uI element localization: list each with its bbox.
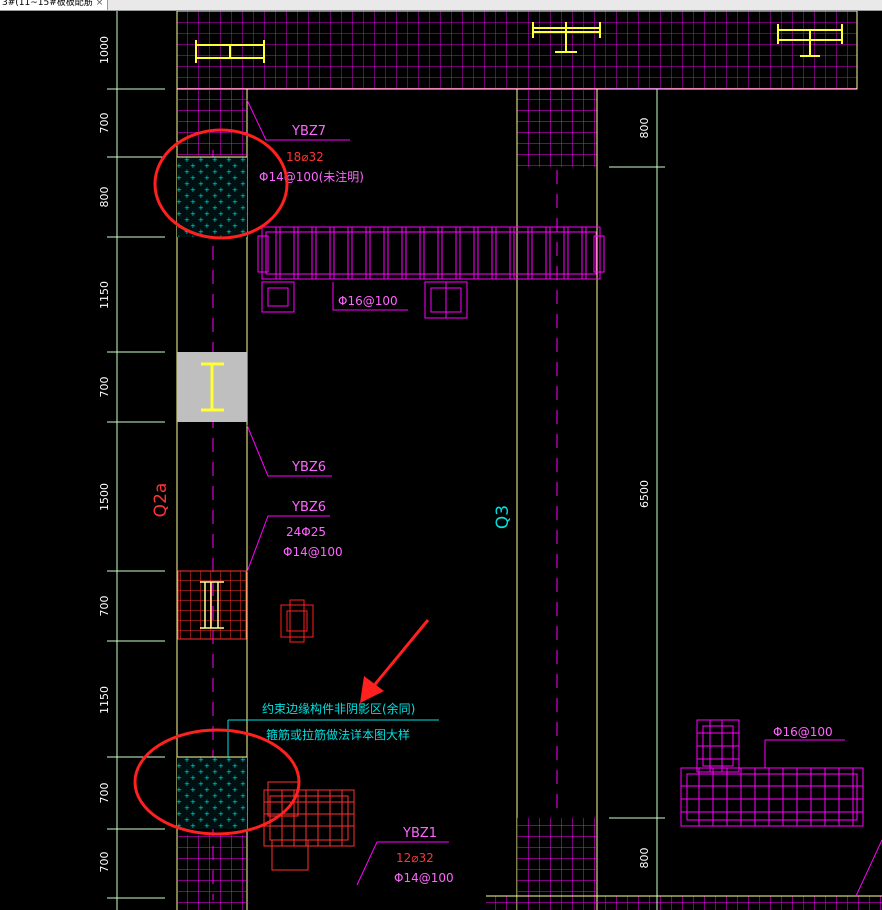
ybz1-stirrup: Φ14@100 — [394, 871, 454, 885]
drawing-canvas[interactable]: + + — [0, 11, 882, 910]
highlight-circle-upper — [153, 128, 289, 240]
ybz6-lower-main-bar: 24Φ25 — [286, 525, 326, 539]
dimension-chain-left: 1000 700 800 1150 700 1500 700 1150 700 … — [98, 11, 165, 910]
document-tab-title: 3#(11~15#板板配筋 — [2, 0, 93, 8]
ybz6-upper-name: YBZ6 — [291, 460, 326, 475]
beam-stirrup-right: Φ16@100 — [773, 725, 833, 739]
dim-left-7: 1150 — [98, 686, 111, 714]
ybz6-lower-leader — [246, 515, 330, 573]
dim-right-0: 800 — [638, 118, 651, 139]
highlight-circle-lower — [133, 728, 301, 836]
ybz7-stirrup: Φ14@100(未注明) — [259, 169, 364, 184]
note-line-1: 约束边缘构件非阴影区(余同) — [262, 701, 415, 716]
document-tab-bar: 3#(11~15#板板配筋× — [0, 0, 882, 11]
dim-right-1: 6500 — [638, 480, 651, 508]
close-icon[interactable]: × — [95, 0, 104, 8]
ybz7-name: YBZ7 — [291, 124, 326, 139]
ybz7-main-bar: 18⌀32 — [286, 150, 324, 164]
dim-left-0: 1000 — [98, 36, 111, 64]
beam-stirrup-upper-leader — [332, 282, 408, 311]
dim-left-5: 1500 — [98, 483, 111, 511]
ybz6-column — [177, 570, 247, 640]
ybz7-non-shadow-zone — [177, 156, 247, 237]
note-line-2: 箍筋或拉筋做法详本图大样 — [266, 727, 410, 742]
annotation-arrow — [360, 619, 430, 703]
lower-non-shadow-zone — [177, 756, 247, 829]
bottom-wall-band — [486, 895, 882, 910]
ybz7-leader — [246, 99, 350, 141]
beam-stirrup-right-leader — [764, 739, 845, 768]
beam-rebar-right — [680, 719, 864, 827]
ybz6-lower-stirrup: Φ14@100 — [283, 545, 343, 559]
top-steel-sections — [195, 22, 843, 63]
steel-section-block — [177, 352, 247, 422]
dimension-chain-right: 800 6500 800 — [609, 88, 665, 910]
wall-label-q2a: Q2a — [151, 483, 171, 518]
beam-rebar-upper — [257, 226, 605, 319]
document-tab[interactable]: 3#(11~15#板板配筋× — [0, 0, 109, 10]
ybz1-leader — [356, 841, 449, 886]
note-leader — [227, 719, 439, 757]
wall-q2a — [176, 89, 248, 910]
dim-left-9: 700 — [98, 852, 111, 873]
wall-label-q3: Q3 — [493, 505, 513, 529]
ybz6-lower-name: YBZ6 — [291, 500, 326, 515]
dim-left-3: 1150 — [98, 281, 111, 309]
dim-left-8: 700 — [98, 783, 111, 804]
ybz1-main-bar: 12⌀32 — [396, 851, 434, 865]
top-wall-band — [176, 11, 858, 90]
dim-left-1: 700 — [98, 113, 111, 134]
dim-right-2: 800 — [638, 848, 651, 869]
beam-stirrup-upper: Φ16@100 — [338, 294, 398, 308]
dim-left-6: 700 — [98, 596, 111, 617]
ybz1-name: YBZ1 — [402, 826, 437, 841]
dim-left-2: 800 — [98, 187, 111, 208]
wall-q3 — [516, 89, 598, 910]
dim-left-4: 700 — [98, 377, 111, 398]
ybz6-upper-leader — [246, 424, 332, 477]
ybz1-column — [263, 781, 355, 871]
right-corner-leader — [855, 839, 882, 897]
small-column-mid — [280, 599, 314, 643]
